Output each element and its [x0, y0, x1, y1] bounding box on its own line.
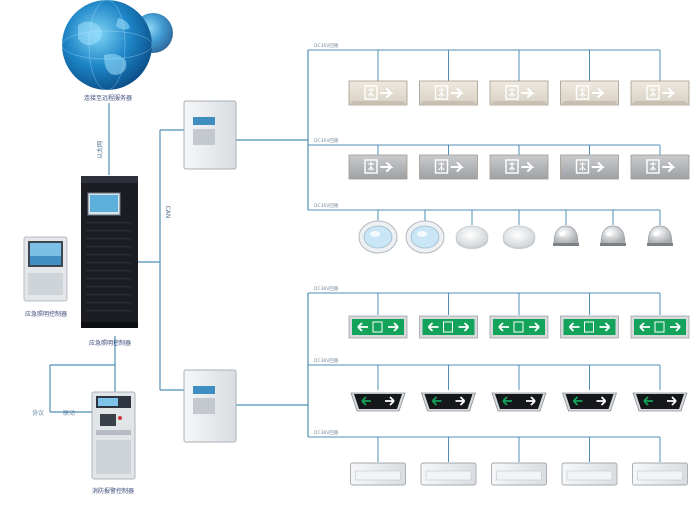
exit-sign-grey-device [630, 154, 690, 180]
monitor-controller [23, 236, 68, 302]
network-lines [49, 103, 308, 413]
round-lights-device [502, 225, 536, 249]
emergency-light-box-device [561, 462, 618, 486]
fire-controller-label: 消防报警控制器 [92, 487, 134, 495]
exit-sign-white-device [348, 80, 408, 106]
monitor-label: 应急照明控制器 [25, 310, 67, 318]
branch-label: DC36V回路 [314, 42, 339, 49]
arrow-sign-black-device [350, 392, 406, 412]
controller-label: 应急照明控制器 [89, 339, 131, 347]
globe-label: 连接至远程服务器 [84, 94, 132, 102]
emergency-light-box-device [632, 462, 688, 486]
arrow-sign-green-device [560, 315, 619, 339]
exit-sign-white-device [560, 80, 619, 106]
arrow-sign-black-device [420, 392, 477, 412]
branch-label: DC36V回路 [314, 285, 339, 292]
round-lights-device [405, 220, 445, 254]
emergency-light-box-device [420, 462, 477, 486]
remote-server-globe [61, 0, 173, 91]
distribution-box-upper [183, 100, 237, 170]
arrow-sign-green-device [348, 315, 408, 339]
exit-sign-grey-device [348, 154, 408, 180]
distribution-box-lower [183, 369, 237, 443]
branch-lines: DC36V回路 DC36V回路 DC36V回路 DC36V回路 DC36V回路 DC36V… [307, 42, 661, 462]
fire-alarm-controller [91, 391, 136, 480]
exit-sign-white-device [630, 80, 690, 106]
arrow-sign-green-device [489, 315, 549, 339]
round-lights-device [455, 225, 489, 249]
arrow-sign-black-device [561, 392, 618, 412]
exit-sign-grey-device [419, 154, 478, 180]
arrow-sign-black-device [491, 392, 547, 412]
branch-label: DC36V回路 [314, 429, 339, 436]
exit-sign-white-device [489, 80, 549, 106]
fire-link-label-b: 联动 [63, 409, 75, 417]
exit-sign-grey-device [560, 154, 619, 180]
field-devices [348, 80, 690, 486]
main-controller-cabinet [81, 176, 138, 328]
branch-label: DC36V回路 [314, 357, 339, 364]
fire-link-label-a: 协议 [32, 409, 44, 417]
round-lights-device [647, 225, 673, 246]
round-lights-device [600, 225, 626, 246]
arrow-sign-green-device [419, 315, 478, 339]
exit-sign-grey-device [489, 154, 549, 180]
branch-label: DC36V回路 [314, 202, 339, 209]
arrow-sign-black-device [632, 392, 688, 412]
can-bus-label: CAN [164, 206, 171, 219]
round-lights-device [553, 225, 579, 246]
round-lights-device [358, 220, 398, 254]
exit-sign-white-device [419, 80, 478, 106]
emergency-light-box-device [350, 462, 406, 486]
branch-label: DC36V回路 [314, 137, 339, 144]
emergency-light-box-device [491, 462, 547, 486]
arrow-sign-green-device [630, 315, 690, 339]
ethernet-label: 以太网 [96, 141, 104, 159]
